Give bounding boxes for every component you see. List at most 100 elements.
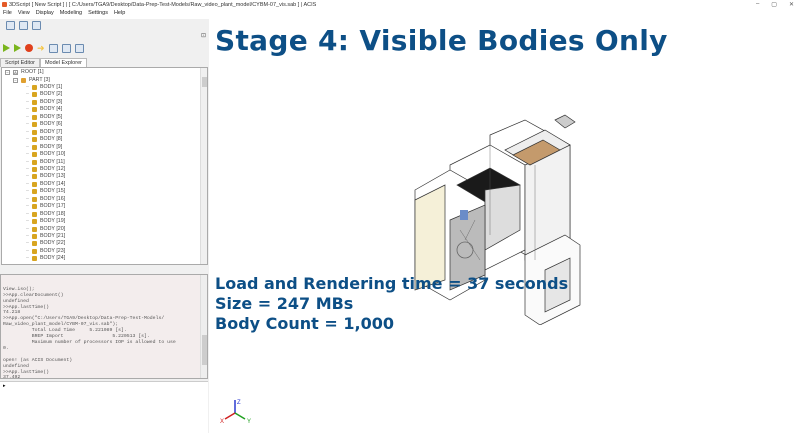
run-icon[interactable] — [3, 44, 10, 52]
tree-body[interactable]: –BODY [22] — [26, 240, 65, 247]
minimize-button[interactable]: – — [755, 1, 760, 7]
menu-file[interactable]: File — [3, 10, 12, 16]
tree-body[interactable]: –BODY [20] — [26, 226, 65, 233]
tree-body[interactable]: –BODY [19] — [26, 218, 65, 225]
body-label: BODY [10] — [39, 151, 66, 158]
tree-body[interactable]: –BODY [16] — [26, 196, 65, 203]
console-line: >>App.lastTime() — [3, 369, 50, 375]
body-label: BODY [1] — [39, 84, 63, 90]
title-bar: 3DScript [ New Script ] | [ C:/Users/TGA… — [0, 0, 800, 10]
body-label: BODY [15] — [39, 188, 66, 195]
tab-script-editor[interactable]: Script Editor — [0, 58, 40, 67]
plant-3d-model[interactable] — [405, 110, 585, 325]
tree-body[interactable]: –BODY [13] — [26, 173, 65, 180]
body-icon — [31, 129, 37, 135]
tree-body[interactable]: – BODY [3] — [26, 99, 62, 106]
z-label: Z — [237, 400, 241, 406]
maximize-button[interactable]: ▢ — [771, 2, 777, 8]
tree-body[interactable]: –BODY [21] — [26, 233, 65, 240]
console-scrollbar[interactable] — [200, 275, 207, 378]
record-icon[interactable] — [25, 44, 33, 52]
body-label: BODY [12] — [39, 165, 66, 172]
part-icon — [21, 77, 26, 83]
console-line: 37.492 — [3, 375, 21, 379]
close-button[interactable]: ✕ — [788, 2, 794, 8]
menu-settings[interactable]: Settings — [88, 10, 108, 16]
step-icon[interactable] — [14, 44, 21, 52]
menu-view[interactable]: View — [17, 10, 30, 16]
tree-body[interactable]: –BODY [6] — [26, 121, 62, 128]
tree-line: – — [26, 98, 29, 105]
tree-body[interactable]: – BODY [9] — [26, 144, 62, 151]
tree-body[interactable]: –BODY [8] — [26, 136, 62, 143]
save-icon[interactable] — [32, 21, 41, 30]
body-label: BODY [21] — [39, 233, 66, 239]
tree-body[interactable]: –BODY [11] — [26, 159, 65, 166]
tree-body[interactable]: – BODY [1] — [26, 84, 62, 91]
menu-bar: File View Display Modeling Settings Help — [0, 10, 800, 19]
tree-line: – — [26, 136, 29, 143]
collapse-icon[interactable]: − — [5, 70, 10, 75]
console-line: BREP Import 5.220513 [s]. — [3, 334, 150, 340]
window-title: 3DScript [ New Script ] | [ C:/Users/TGA… — [9, 2, 317, 8]
tree-line: – — [26, 188, 29, 195]
tree-root[interactable]: − A ROOT [1] — [5, 69, 44, 75]
import-icon[interactable] — [74, 43, 84, 53]
collapse-icon[interactable]: − — [13, 77, 18, 83]
tree-body[interactable]: – BODY [7] — [26, 129, 62, 136]
tree-line: – — [26, 143, 29, 150]
body-label: BODY [2] — [39, 91, 63, 98]
menu-modeling[interactable]: Modeling — [59, 10, 83, 16]
tree-body[interactable]: –BODY [17] — [26, 203, 65, 210]
body-label: BODY [3] — [39, 98, 63, 105]
body-icon — [31, 99, 37, 105]
tree-scrollbar[interactable] — [200, 68, 207, 264]
tree-body[interactable]: –BODY [14] — [26, 181, 65, 188]
tree-line: – — [26, 128, 29, 135]
forward-arrow-icon[interactable]: ➜ — [37, 42, 45, 53]
open-file-icon[interactable] — [19, 21, 28, 30]
body-icon — [31, 241, 37, 247]
menu-display[interactable]: Display — [35, 10, 54, 16]
body-icon — [31, 122, 37, 128]
pin-icon[interactable]: ⊡ — [200, 33, 206, 39]
tree-line: – — [26, 158, 29, 165]
tree-body[interactable]: –BODY [12] — [26, 166, 65, 173]
menu-help[interactable]: Help — [113, 10, 126, 16]
body-label: BODY [13] — [39, 173, 66, 180]
body-label: BODY [17] — [39, 203, 66, 210]
tree-body[interactable]: –BODY [2] — [26, 91, 62, 98]
tree-body[interactable]: –BODY [23] — [26, 248, 65, 255]
axis-triad: X Y Z — [220, 400, 251, 423]
console-line: >>App.lastTime() — [3, 304, 50, 310]
body-icon — [31, 92, 37, 98]
tree-body[interactable]: –BODY [24] — [26, 255, 65, 262]
body-label: BODY [7] — [39, 128, 63, 135]
body-icon — [31, 137, 37, 143]
tree-body[interactable]: –BODY [5] — [26, 114, 62, 121]
tree-line: – — [26, 84, 29, 90]
body-label: BODY [9] — [39, 143, 63, 150]
tab-model-explorer[interactable]: Model Explorer — [39, 58, 87, 67]
edit-icon[interactable] — [48, 43, 58, 53]
console-input[interactable]: ▸ — [0, 381, 208, 433]
console-line: undefined — [3, 298, 29, 304]
body-label: BODY [18] — [39, 210, 66, 217]
body-icon — [31, 256, 37, 262]
body-icon — [31, 107, 37, 113]
x-axis — [224, 412, 236, 420]
tree-line: – — [26, 218, 29, 225]
tree-body[interactable]: –BODY [4] — [26, 106, 62, 113]
tree-body[interactable]: – BODY [15] — [26, 188, 65, 195]
console-line: Maximum number of processors IOP is allo… — [3, 339, 176, 345]
tree-line: – — [26, 121, 29, 128]
body-label: BODY [4] — [39, 106, 63, 113]
tree-body[interactable]: –BODY [10] — [26, 151, 65, 158]
body-label: BODY [22] — [39, 240, 66, 247]
body-icon — [31, 181, 37, 187]
body-label: BODY [24] — [39, 255, 66, 262]
export-icon[interactable] — [61, 43, 71, 53]
tree-body[interactable]: –BODY [18] — [26, 211, 65, 218]
new-file-icon[interactable] — [6, 21, 15, 30]
tree-part[interactable]: − PART [3] — [13, 76, 50, 83]
